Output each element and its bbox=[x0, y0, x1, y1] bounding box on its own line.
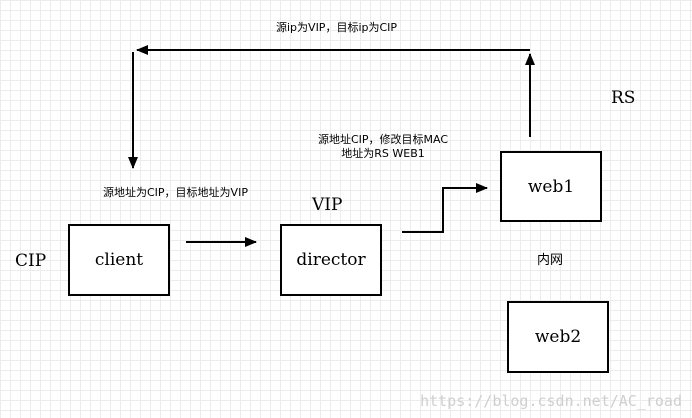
cip-label: CIP bbox=[15, 251, 47, 271]
director-node: director bbox=[280, 224, 382, 296]
vip-label: VIP bbox=[312, 195, 343, 215]
director-to-web1-line2: 地址为RS WEB1 bbox=[341, 147, 425, 160]
web2-node: web2 bbox=[507, 301, 609, 373]
web1-node: web1 bbox=[500, 151, 602, 222]
director-to-web1-line1: 源地址CIP，修改目标MAC bbox=[318, 133, 449, 146]
web2-label: web2 bbox=[534, 327, 582, 347]
arrow-director-to-web1 bbox=[402, 183, 488, 233]
client-to-director-annotation: 源地址为CIP，目标地址为VIP bbox=[103, 186, 248, 199]
watermark: https://blog.csdn.net/AC_road bbox=[420, 392, 682, 410]
director-label: director bbox=[296, 250, 366, 270]
top-return-annotation: 源ip为VIP，目标ip为CIP bbox=[276, 21, 398, 34]
client-node: client bbox=[68, 224, 170, 296]
client-label: client bbox=[94, 250, 144, 270]
intranet-label: 内网 bbox=[537, 253, 564, 268]
director-to-web1-annotation: 源地址CIP，修改目标MAC 地址为RS WEB1 bbox=[318, 133, 448, 161]
web1-label: web1 bbox=[527, 176, 575, 197]
rs-label: RS bbox=[611, 88, 636, 108]
